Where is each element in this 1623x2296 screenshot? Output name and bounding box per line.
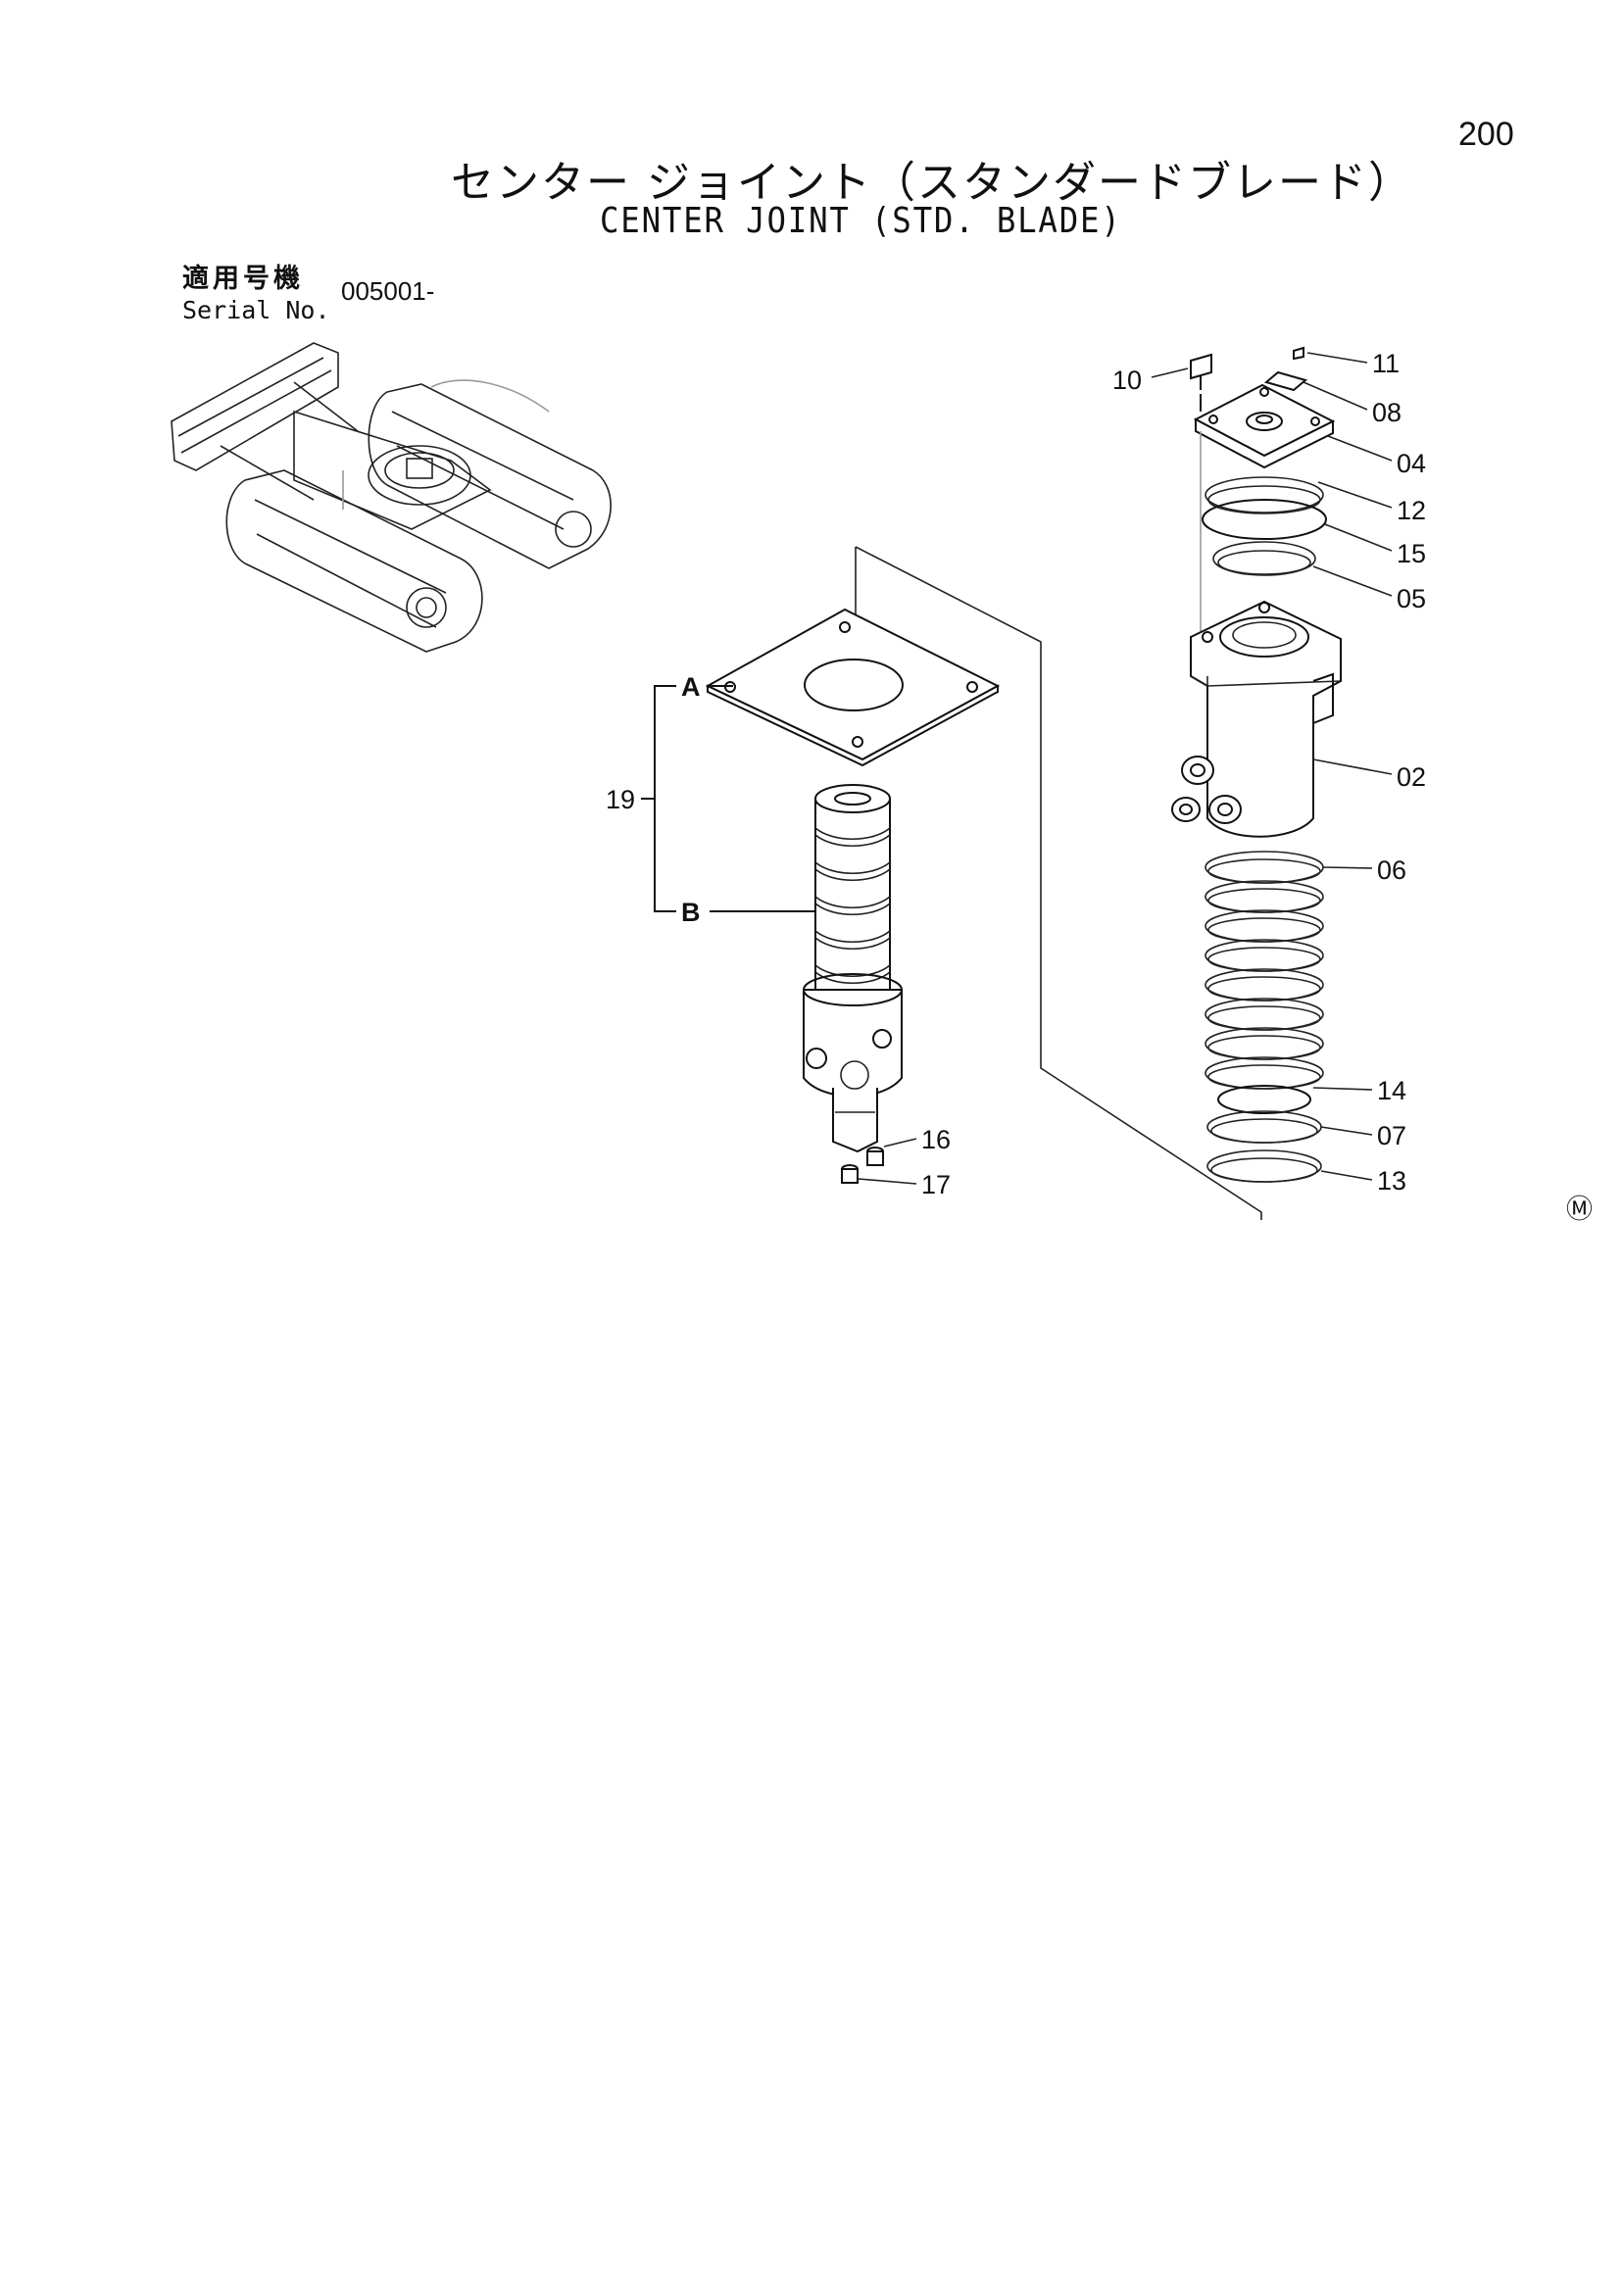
model-mark: Ⓜ [1566,1195,1593,1224]
center-joint-body-icon [1171,346,1342,838]
callout-b: B [681,898,701,927]
excavator-thumbnail-icon [171,342,612,653]
callout-08: 08 [1372,398,1402,427]
callout-06: 06 [1377,855,1406,885]
page-title-en: CENTER JOINT (STD. BLADE) [600,201,1122,241]
plug-icon [841,1147,884,1184]
callout-11: 11 [1372,349,1400,378]
callout-a: A [681,672,701,702]
callout-16: 16 [921,1125,951,1154]
seal-ring-stack-icon [1205,851,1324,1183]
leader-lines [858,352,1393,1185]
callout-12: 12 [1397,496,1426,525]
callout-05: 05 [1397,584,1426,613]
callout-13: 13 [1377,1166,1406,1196]
callout-10: 10 [1112,366,1142,395]
callout-19: 19 [606,785,635,814]
page-number: 200 [1458,116,1514,153]
callout-17: 17 [921,1170,951,1199]
serial-label-en: Serial No. [182,296,330,324]
flange-plate-icon [705,608,1001,767]
assembly-bracket [641,685,815,912]
callout-14: 14 [1377,1076,1406,1105]
serial-value: 005001- [341,276,435,306]
callout-02: 02 [1397,762,1426,792]
callout-07: 07 [1377,1121,1406,1150]
page-title-jp: センター ジョイント（スタンダードブレード） [451,158,1413,208]
callout-labels: 10 11 08 04 12 15 05 02 06 14 07 13 16 1… [606,349,1593,1224]
callout-04: 04 [1397,449,1426,478]
serial-label-jp: 適用号機 [182,264,304,294]
callout-15: 15 [1397,539,1426,568]
center-joint-spindle-icon [803,784,903,1153]
